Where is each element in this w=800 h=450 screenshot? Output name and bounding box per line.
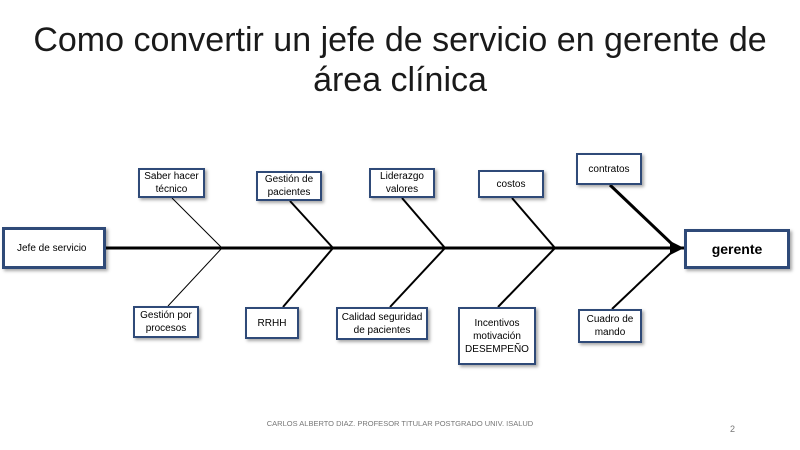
start-box: Jefe de servicio — [2, 227, 106, 269]
page-number: 2 — [730, 424, 736, 434]
slide-title: Como convertir un jefe de servicio en ge… — [33, 21, 767, 99]
cause-box-bottom-3: Calidad seguridad de pacientes — [336, 307, 428, 340]
cause-box-bottom-2: RRHH — [245, 307, 299, 339]
cause-box-bottom-4: Incentivos motivación DESEMPEÑO — [458, 307, 536, 365]
cause-box-top-1: Saber hacer técnico — [138, 168, 205, 198]
start-label: Jefe de servicio — [17, 242, 87, 254]
bone-rrhh — [282, 247, 334, 308]
bone-liderazgo — [401, 197, 446, 249]
bone-contratos — [608, 183, 674, 246]
cause-box-top-4: costos — [478, 170, 544, 198]
bone-incentivos — [497, 247, 556, 308]
bone-gestion-procesos — [167, 247, 223, 307]
footer-credit: CARLOS ALBERTO DIAZ. PROFESOR TITULAR PO… — [266, 419, 534, 428]
bone-gestion-pacientes — [289, 200, 334, 249]
end-box: gerente — [684, 229, 790, 269]
bone-cuadro-mando — [611, 251, 673, 310]
end-label: gerente — [711, 240, 763, 257]
spine-arrowhead — [670, 241, 684, 255]
cause-box-top-5: contratos — [576, 153, 642, 185]
bone-saber-hacer — [171, 197, 223, 249]
bone-costos — [511, 197, 556, 249]
cause-box-top-3: Liderazgo valores — [369, 168, 435, 198]
cause-box-top-2: Gestión de pacientes — [256, 171, 322, 201]
bone-calidad — [389, 247, 446, 308]
cause-box-bottom-1: Gestión por procesos — [133, 306, 199, 338]
cause-box-bottom-5: Cuadro de mando — [578, 309, 642, 343]
